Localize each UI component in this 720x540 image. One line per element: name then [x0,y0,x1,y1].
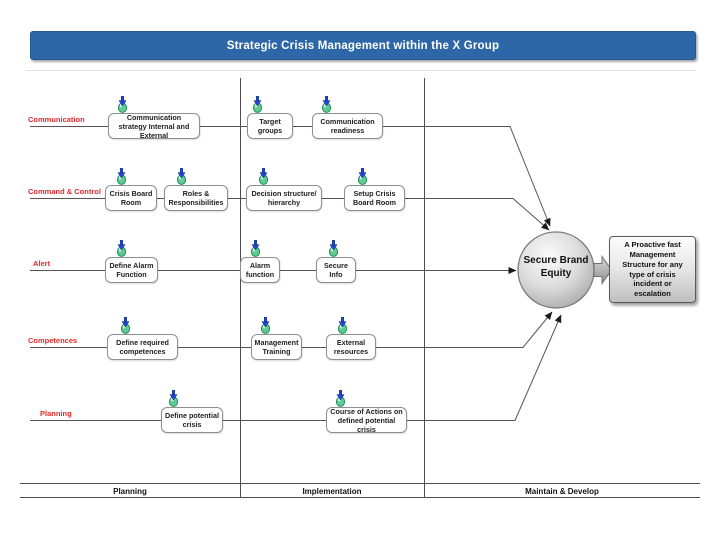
block-arrow [593,254,613,286]
node-define-required-competences: Define required competences [107,316,178,360]
pushpin-icon [260,316,271,334]
connector-communication [30,126,551,227]
node-communication-readiness: Communication readiness [312,95,383,139]
node-label: Management Training [254,338,299,356]
row-label-competences: Competences [28,336,78,345]
pushpin-icon [337,316,348,334]
phase-label-maintain-develop: Maintain & Develop [525,486,599,496]
node-label: Secure Info [324,261,348,279]
node-label: External resources [333,338,369,356]
node-external-resources: External resources [326,316,376,360]
pushpin-icon [328,239,339,257]
node-label: Alarm function [245,261,275,279]
pushpin-icon [258,167,269,185]
node-label: Define required competences [116,338,169,356]
title-banner: Strategic Crisis Management within the X… [30,31,696,60]
row-label-planning: Planning [40,409,72,418]
node-management-training: Management Training [251,316,302,360]
node-label: Crisis Board Room [109,189,153,207]
node-label: Setup Crisis Board Room [352,189,397,207]
node-label: Target groups [257,117,283,135]
phase-label-implementation: Implementation [302,486,362,496]
pushpin-icon [117,95,128,113]
node-define-potential-crisis: Define potential crisis [161,389,223,433]
row-label-alert: Alert [33,259,51,268]
node-decision-structure: Decision structure/ hierarchy [246,167,322,211]
node-target-groups: Target groups [247,95,293,139]
pushpin-icon [120,316,131,334]
pushpin-icon [116,167,127,185]
node-course-of-actions: Course of Actions on defined potential c… [326,389,407,434]
pushpin-icon [168,389,179,407]
node-secure-info: Secure Info [316,239,356,283]
row-label-command-control: Command & Control [28,187,101,196]
row-label-communication: Communication [28,115,85,124]
pushpin-icon [357,167,368,185]
outcome-box-label: A Proactive fast Management Structure fo… [622,240,683,298]
node-label: Define Alarm Function [109,261,154,279]
node-label: Roles & Responsibilities [168,189,224,207]
node-label: Define potential crisis [165,411,219,429]
slide-title: Strategic Crisis Management within the X… [226,39,500,52]
pushpin-icon [176,167,187,185]
pushpin-icon [252,95,263,113]
pushpin-icon [335,389,346,407]
node-communication-strategy: Communication strategy Internal and Exte… [108,95,200,140]
node-setup-crisis-board-room: Setup Crisis Board Room [344,167,405,211]
node-label: Communication strategy Internal and Exte… [118,112,190,140]
node-roles-responsibilities: Roles & Responsibilities [164,167,228,211]
connector-competences [30,311,553,348]
node-alarm-function: Alarm function [240,239,280,283]
node-label: Course of Actions on defined potential c… [330,406,403,434]
node-label: Decision structure/ hierarchy [251,189,317,207]
outcome-box: A Proactive fast Management Structure fo… [609,236,696,303]
node-crisis-board-room: Crisis Board Room [105,167,157,211]
connector-planning [30,314,562,421]
goal-circle-label: Secure Brand Equity [523,255,589,279]
pushpin-icon [321,95,332,113]
phase-label-planning: Planning [113,486,147,496]
pushpin-icon [116,239,127,257]
pushpin-icon [250,239,261,257]
node-define-alarm-function: Define Alarm Function [105,239,158,283]
node-label: Communication readiness [320,117,375,135]
